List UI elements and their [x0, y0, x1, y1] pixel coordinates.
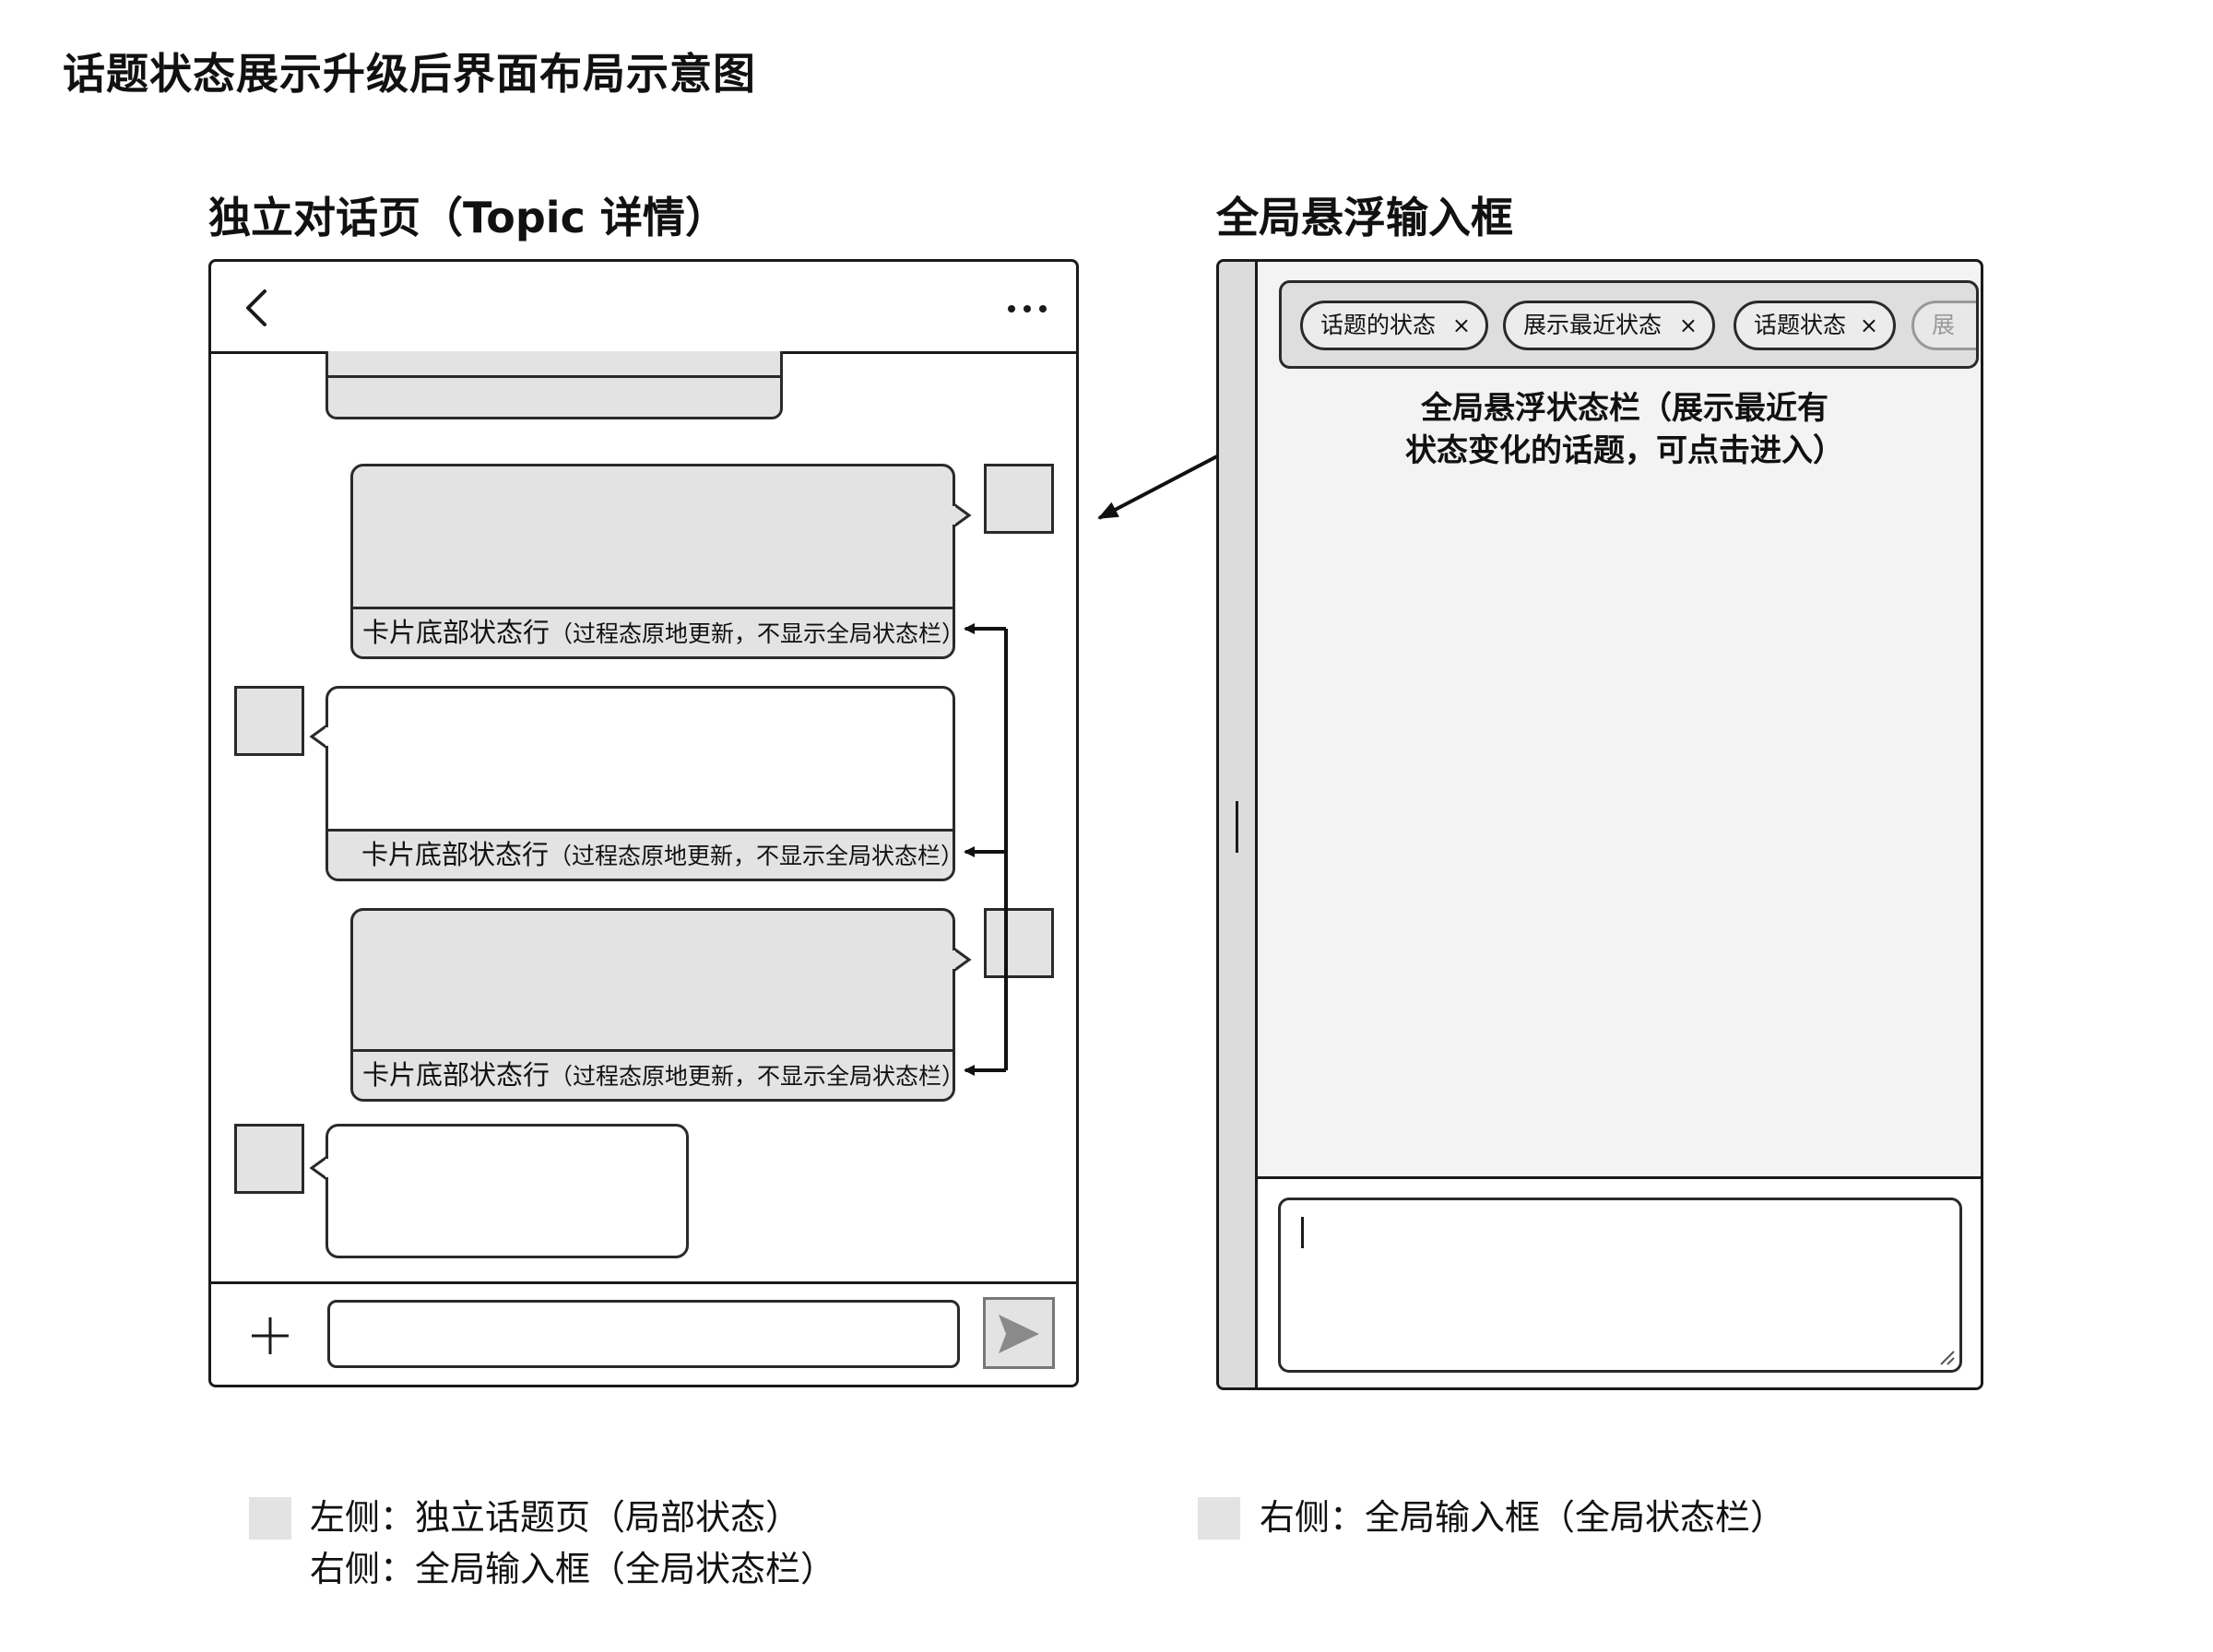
- topic-detail-page: 卡片底部状态行（过程态原地更新，不显示全局状态栏） 卡片底部状态行（过程态原地更…: [208, 259, 1079, 1387]
- status-chip[interactable]: 展示最近状态 ×: [1503, 301, 1715, 350]
- resize-grip-icon[interactable]: [1937, 1348, 1956, 1366]
- more-icon[interactable]: [1006, 295, 1048, 323]
- bubble-tail: [309, 1154, 328, 1182]
- status-chip[interactable]: 话题的状态 ×: [1300, 301, 1488, 350]
- composer-bar: [211, 1281, 1076, 1385]
- floating-text-input[interactable]: [1278, 1198, 1962, 1373]
- message-bubble[interactable]: 卡片底部状态行（过程态原地更新，不显示全局状态栏）: [350, 464, 955, 659]
- right-panel-title: 全局悬浮输入框: [1216, 193, 1513, 242]
- avatar: [984, 464, 1054, 534]
- send-icon: [999, 1315, 1039, 1353]
- global-floating-input: 话题的状态 × 展示最近状态 × 话题状态 × 展: [1216, 259, 1983, 1390]
- send-button[interactable]: [983, 1297, 1055, 1369]
- legend-swatch: [249, 1497, 291, 1540]
- status-bar-annotation: 全局悬浮状态栏（展示最近有 状态变化的话题，可点击进入）: [1405, 390, 1844, 469]
- close-icon[interactable]: ×: [1678, 313, 1698, 338]
- bubble-tail: [953, 946, 972, 974]
- bubble-tail: [309, 723, 328, 750]
- message-input[interactable]: [327, 1300, 960, 1368]
- avatar: [234, 1124, 304, 1194]
- avatar: [234, 686, 304, 756]
- message-bubble[interactable]: 卡片底部状态行（过程态原地更新，不显示全局状态栏）: [325, 686, 955, 881]
- input-area: [1258, 1176, 1981, 1387]
- left-panel-title: 独立对话页（Topic 详情）: [208, 193, 728, 242]
- diagram-title: 话题状态展示升级后界面布局示意图: [63, 49, 756, 99]
- topic-header: [211, 262, 1076, 354]
- global-status-bar: 话题的状态 × 展示最近状态 × 话题状态 × 展: [1279, 280, 1979, 369]
- card-status-row: 卡片底部状态行（过程态原地更新，不显示全局状态栏）: [328, 829, 953, 879]
- close-icon[interactable]: ×: [1859, 313, 1878, 338]
- message-bubble-partial: [325, 351, 783, 419]
- bubble-tail: [953, 502, 972, 529]
- drag-handle[interactable]: [1236, 801, 1238, 853]
- back-icon[interactable]: [239, 288, 276, 328]
- avatar: [984, 908, 1054, 978]
- close-icon[interactable]: ×: [1451, 313, 1471, 338]
- legend-left-line1: 左侧：独立话题页（局部状态）: [310, 1497, 801, 1538]
- legend-right-line1: 右侧：全局输入框（全局状态栏）: [1260, 1497, 1786, 1538]
- plus-icon[interactable]: [250, 1316, 290, 1356]
- card-status-row: 卡片底部状态行（过程态原地更新，不显示全局状态栏）: [353, 1049, 953, 1099]
- status-chip-overflow[interactable]: 展: [1911, 301, 1976, 350]
- text-caret: [1301, 1217, 1304, 1248]
- side-strip: [1219, 262, 1258, 1387]
- status-chip[interactable]: 话题状态 ×: [1734, 301, 1896, 350]
- legend-swatch: [1198, 1497, 1240, 1540]
- message-bubble[interactable]: 卡片底部状态行（过程态原地更新，不显示全局状态栏）: [350, 908, 955, 1102]
- message-bubble[interactable]: [325, 1124, 689, 1258]
- legend-left-line2: 右侧：全局输入框（全局状态栏）: [310, 1549, 836, 1589]
- card-status-row: 卡片底部状态行（过程态原地更新，不显示全局状态栏）: [353, 607, 953, 656]
